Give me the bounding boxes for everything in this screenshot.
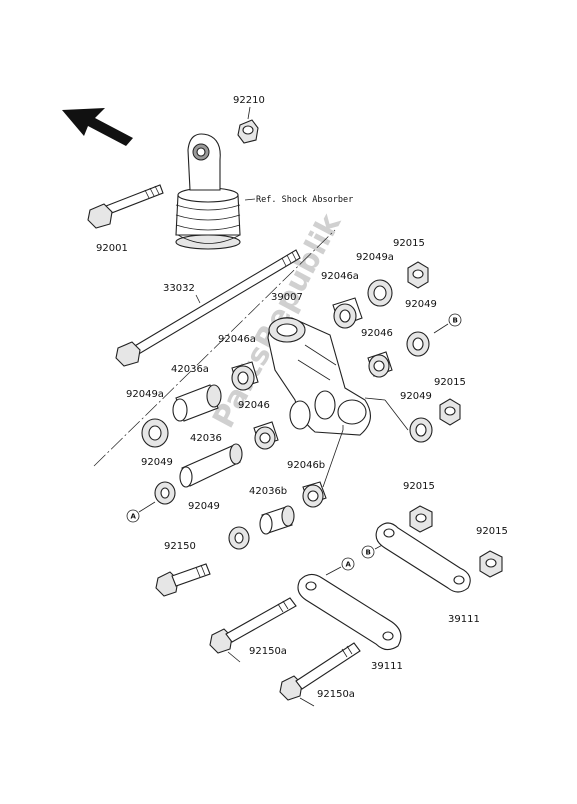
washer-92049-left <box>154 481 176 505</box>
part-label-39111-right: 39111 <box>448 614 480 625</box>
bearing-92046a-top <box>332 297 363 329</box>
part-label-92049-right2: 92049 <box>400 391 432 402</box>
bearing-92046-right <box>367 351 393 378</box>
part-label-42036b: 42036b <box>249 486 287 497</box>
bolt-33032 <box>115 249 301 367</box>
part-label-92049-left: 92049 <box>141 457 173 468</box>
part-label-92046a-mid: 92046a <box>218 334 256 345</box>
part-label-33032: 33032 <box>163 283 195 294</box>
washer-92049a-top <box>367 279 393 307</box>
part-label-92150: 92150 <box>164 541 196 552</box>
reference-mark-a-left: A <box>126 509 140 523</box>
part-label-92150a-1: 92150a <box>249 646 287 657</box>
nut-92015-right <box>439 398 461 426</box>
bearing-92046a-mid <box>231 361 259 391</box>
bolt-92001 <box>87 184 164 229</box>
bolt-92150 <box>155 563 211 597</box>
nut-92015-top <box>407 261 429 289</box>
part-label-92049a-left: 92049a <box>126 389 164 400</box>
reference-mark-a-low: A <box>341 557 355 571</box>
part-label-42036: 42036 <box>190 433 222 444</box>
bearing-92046b <box>302 481 327 508</box>
nut-92015-low2 <box>479 550 503 578</box>
collar-42036 <box>179 443 243 488</box>
part-label-92015-top: 92015 <box>393 238 425 249</box>
reference-mark-a-left-label: A <box>131 513 137 521</box>
bolt-92150a-1 <box>209 597 297 654</box>
bearing-92046-mid <box>253 421 279 450</box>
part-label-92015-low2: 92015 <box>476 526 508 537</box>
rocker-arm-39007 <box>267 317 371 436</box>
link-39111-low <box>297 573 402 651</box>
part-label-92046a-top: 92046a <box>321 271 359 282</box>
part-label-92150a-2: 92150a <box>317 689 355 700</box>
washer-92049-right2 <box>409 417 433 443</box>
shock-absorber <box>175 133 241 250</box>
part-label-92015-low1: 92015 <box>403 481 435 492</box>
collar-42036b <box>259 505 295 535</box>
reference-label: Ref. Shock Absorber <box>256 195 353 205</box>
link-39111-right <box>375 522 471 593</box>
reference-mark-a-low-label: A <box>346 561 352 569</box>
washer-92049-mid <box>228 526 250 550</box>
part-label-92046b: 92046b <box>287 460 325 471</box>
reference-leader <box>244 198 256 201</box>
reference-mark-b-low: B <box>361 545 375 559</box>
part-label-92049a-top: 92049a <box>356 252 394 263</box>
washer-92049-right1 <box>406 331 430 357</box>
nut-92015-low1 <box>409 505 433 533</box>
part-label-92046-mid: 92046 <box>238 400 270 411</box>
part-label-92049-mid: 92049 <box>188 501 220 512</box>
part-label-92210: 92210 <box>233 95 265 106</box>
reference-mark-b-top: B <box>448 313 462 327</box>
part-label-92049-right1: 92049 <box>405 299 437 310</box>
part-label-39111-low: 39111 <box>371 661 403 672</box>
reference-mark-b-low-label: B <box>366 549 371 557</box>
part-label-92046-right: 92046 <box>361 328 393 339</box>
collar-42036a <box>172 384 222 422</box>
part-label-92015-right: 92015 <box>434 377 466 388</box>
part-label-42036a: 42036a <box>171 364 209 375</box>
front-direction-arrow-icon <box>62 108 133 146</box>
part-label-39007: 39007 <box>271 292 303 303</box>
part-label-92001: 92001 <box>96 243 128 254</box>
nut-92210 <box>237 119 259 144</box>
washer-92049a-left <box>141 418 169 448</box>
reference-mark-b-top-label: B <box>453 317 458 325</box>
bolt-92150a-2 <box>279 642 361 701</box>
